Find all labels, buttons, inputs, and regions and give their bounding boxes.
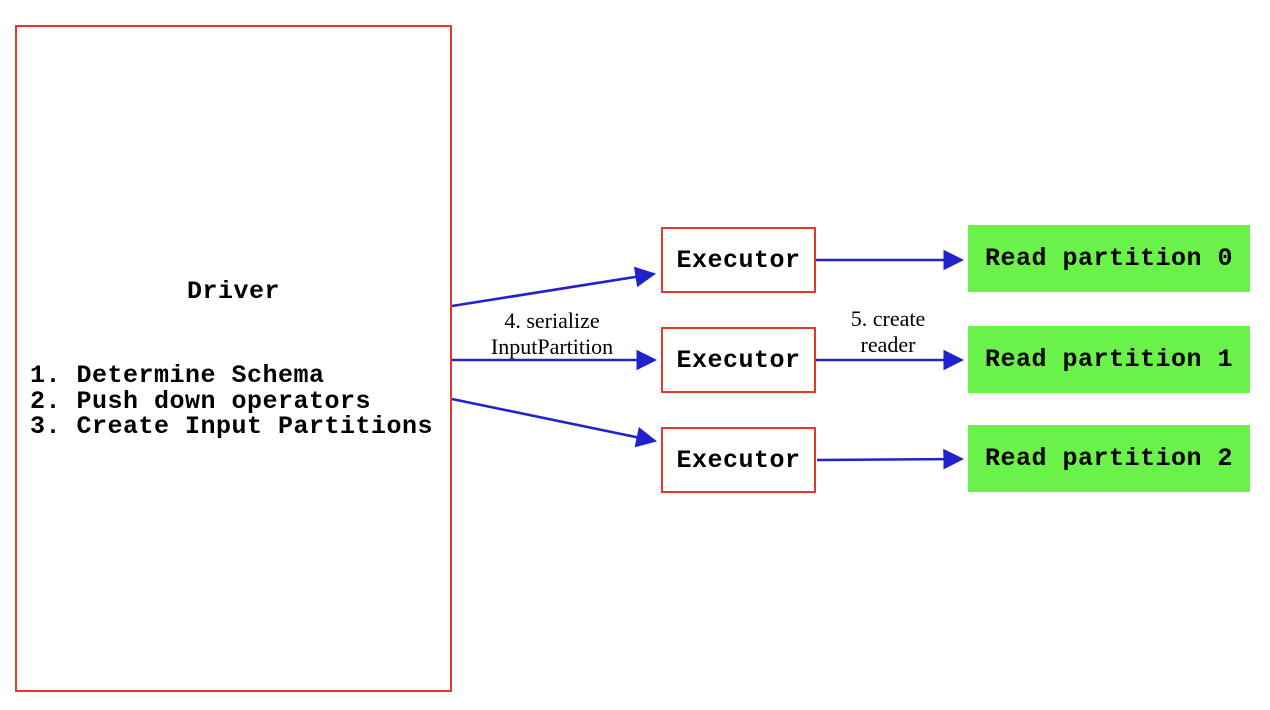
read-partition-label-1: Read partition 1 xyxy=(984,345,1234,374)
edge-label-serialize-line2: InputPartition xyxy=(490,334,614,359)
edge-label-serialize-inputpartition: 4. serialize InputPartition xyxy=(447,308,657,360)
arrow-driver-to-executor-2 xyxy=(451,397,658,448)
arrow-driver-to-executor-0 xyxy=(451,266,657,308)
driver-step-3: 3. Create Input Partitions xyxy=(30,412,434,441)
executor-box-0: Executor xyxy=(661,227,816,293)
read-partition-label-2: Read partition 2 xyxy=(984,444,1234,473)
read-partition-box-0: Read partition 0 xyxy=(968,225,1250,292)
executor-label-0: Executor xyxy=(676,245,801,275)
driver-box: Driver 1. Determine Schema 2. Push down … xyxy=(15,25,452,692)
driver-title: Driver xyxy=(186,277,280,306)
arrow-executor-2-to-partition-2 xyxy=(816,448,965,470)
executor-label-1: Executor xyxy=(676,345,801,375)
read-partition-label-0: Read partition 0 xyxy=(984,244,1234,273)
executor-box-2: Executor xyxy=(661,427,816,493)
edge-label-create-reader-line2: reader xyxy=(860,332,916,357)
edge-label-create-reader: 5. create reader xyxy=(808,306,968,358)
executor-label-2: Executor xyxy=(676,445,801,475)
driver-step-2: 2. Push down operators xyxy=(30,386,372,416)
edge-label-create-reader-line1: 5. create xyxy=(850,306,926,331)
driver-steps: 1. Determine Schema 2. Push down operato… xyxy=(30,363,433,440)
executor-box-1: Executor xyxy=(661,327,816,393)
read-partition-box-2: Read partition 2 xyxy=(968,425,1250,492)
edge-label-serialize-line1: 4. serialize xyxy=(504,308,600,333)
driver-step-1: 1. Determine Schema xyxy=(30,361,325,390)
read-partition-box-1: Read partition 1 xyxy=(968,326,1250,393)
